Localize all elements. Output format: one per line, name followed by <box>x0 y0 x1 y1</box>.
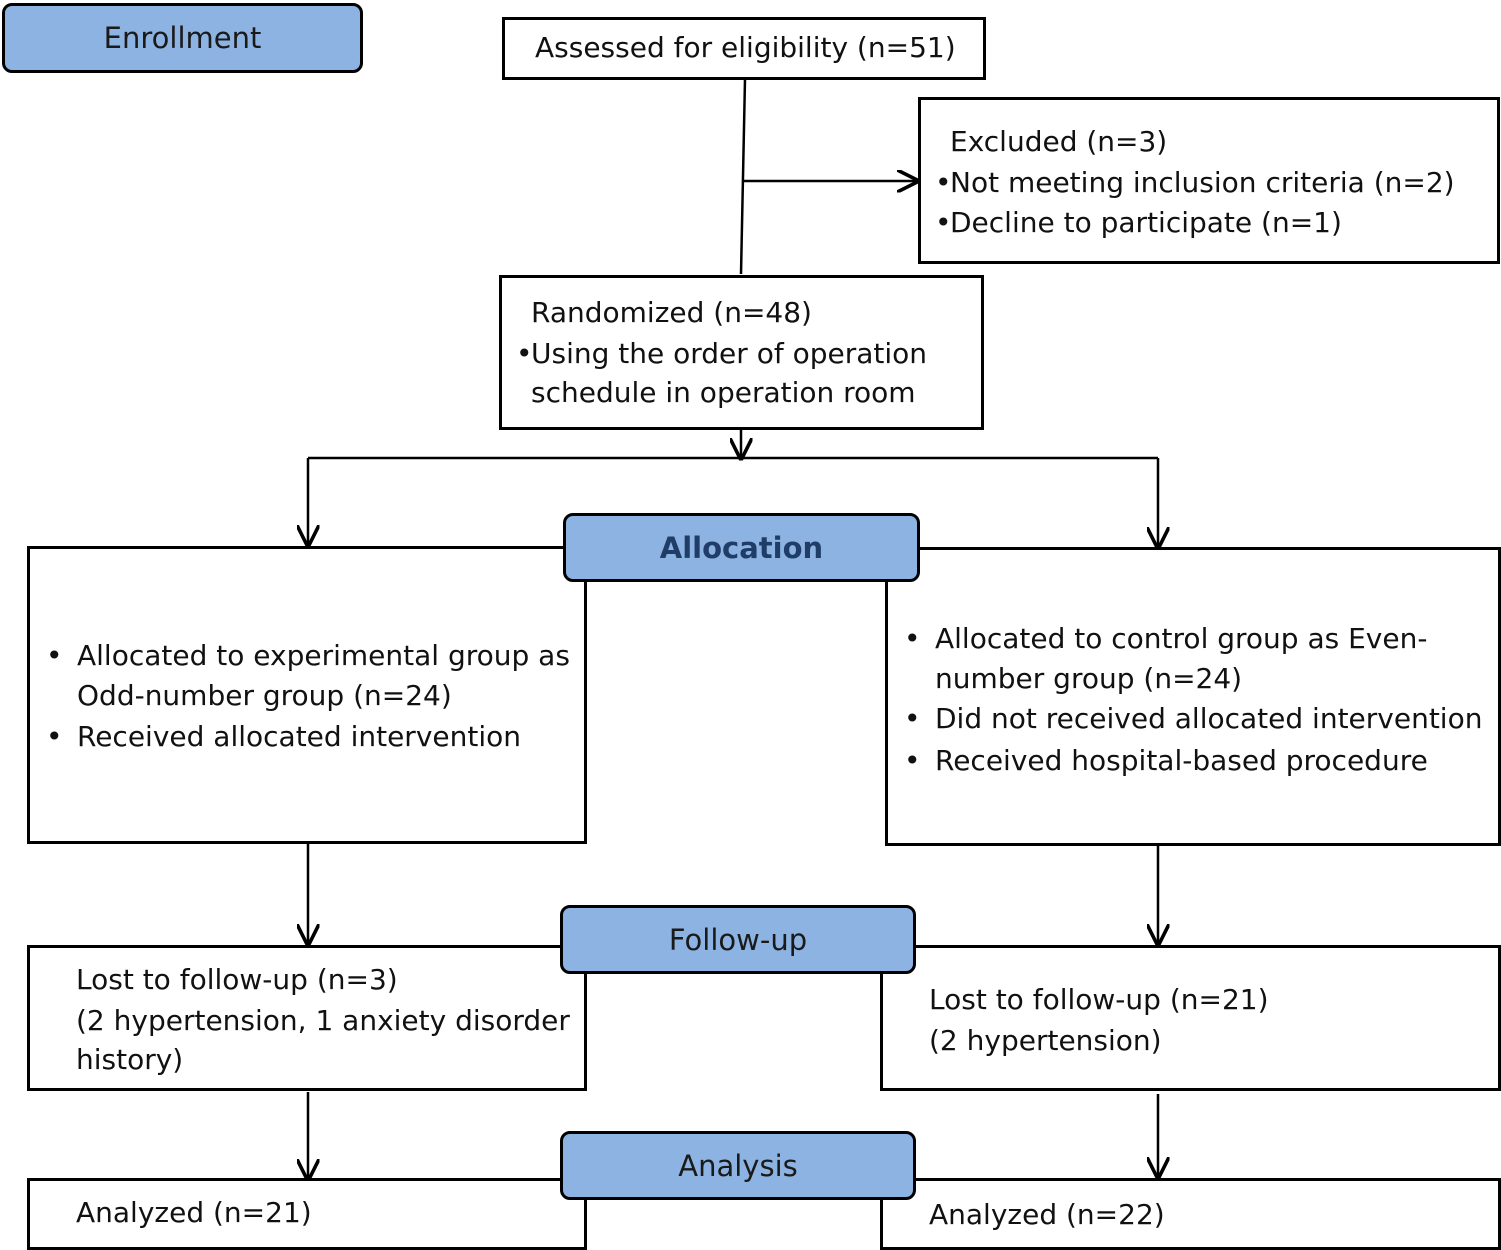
excluded-box: Excluded (n=3) • Not meeting inclusion c… <box>918 97 1500 264</box>
stage-allocation-label: Allocation <box>659 530 824 565</box>
experimental-analyzed-box: Analyzed (n=21) <box>27 1178 587 1250</box>
experimental-lost-box: Lost to follow-up (n=3) (2 hypertension,… <box>27 945 587 1091</box>
experimental-lost: Lost to follow-up (n=3) <box>76 963 398 996</box>
control-analyzed: Analyzed (n=22) <box>929 1198 1165 1231</box>
experimental-received: Received allocated intervention <box>77 720 521 753</box>
stage-analysis: Analysis <box>560 1131 916 1200</box>
control-lost: Lost to follow-up (n=21) <box>929 983 1269 1016</box>
bullet-icon: • <box>904 744 921 777</box>
bullet-icon: • <box>46 720 63 753</box>
stage-follow-up-label: Follow-up <box>668 922 808 957</box>
excluded-reason: Decline to participate (n=1) <box>950 206 1342 239</box>
experimental-lost: (2 hypertension, 1 anxiety disorder <box>76 1004 570 1037</box>
connector-assessed-randomized <box>739 78 747 275</box>
experimental-allocation-box: • Allocated to experimental group as Odd… <box>27 546 587 844</box>
stage-allocation: Allocation <box>563 513 920 582</box>
control-allocation: number group (n=24) <box>935 662 1243 695</box>
bullet-icon: • <box>46 639 63 672</box>
bullet-icon: • <box>935 166 952 199</box>
control-allocation-box: • Allocated to control group as Even- nu… <box>885 547 1501 846</box>
bullet-icon: • <box>904 622 921 655</box>
control-not-received: Did not received allocated intervention <box>935 702 1483 735</box>
stage-follow-up: Follow-up <box>560 905 916 974</box>
experimental-analyzed: Analyzed (n=21) <box>76 1196 312 1229</box>
bullet-icon: • <box>516 337 533 370</box>
excluded-title: Excluded (n=3) <box>950 125 1168 158</box>
stage-analysis-label: Analysis <box>678 1148 798 1183</box>
randomized-box: Randomized (n=48) • Using the order of o… <box>499 275 984 430</box>
control-lost-box: Lost to follow-up (n=21) (2 hypertension… <box>880 945 1501 1091</box>
control-procedure: Received hospital-based procedure <box>935 744 1428 777</box>
stage-enrollment-label: Enrollment <box>103 21 262 55</box>
control-allocation: Allocated to control group as Even- <box>935 622 1428 655</box>
control-analyzed-box: Analyzed (n=22) <box>880 1178 1501 1250</box>
excluded-reason: Not meeting inclusion criteria (n=2) <box>950 166 1455 199</box>
experimental-allocation: Odd-number group (n=24) <box>77 679 452 712</box>
bullet-icon: • <box>904 702 921 735</box>
stage-enrollment: Enrollment <box>2 3 363 73</box>
assessed-box: Assessed for eligibility (n=51) <box>502 17 986 80</box>
control-lost: (2 hypertension) <box>929 1024 1162 1057</box>
bullet-icon: • <box>935 206 952 239</box>
experimental-lost: history) <box>76 1043 184 1076</box>
randomized-method: Using the order of operation <box>531 337 928 370</box>
randomized-title: Randomized (n=48) <box>531 296 812 329</box>
assessed-text: Assessed for eligibility (n=51) <box>535 31 956 64</box>
experimental-allocation: Allocated to experimental group as <box>77 639 570 672</box>
randomized-method: schedule in operation room <box>531 376 916 409</box>
